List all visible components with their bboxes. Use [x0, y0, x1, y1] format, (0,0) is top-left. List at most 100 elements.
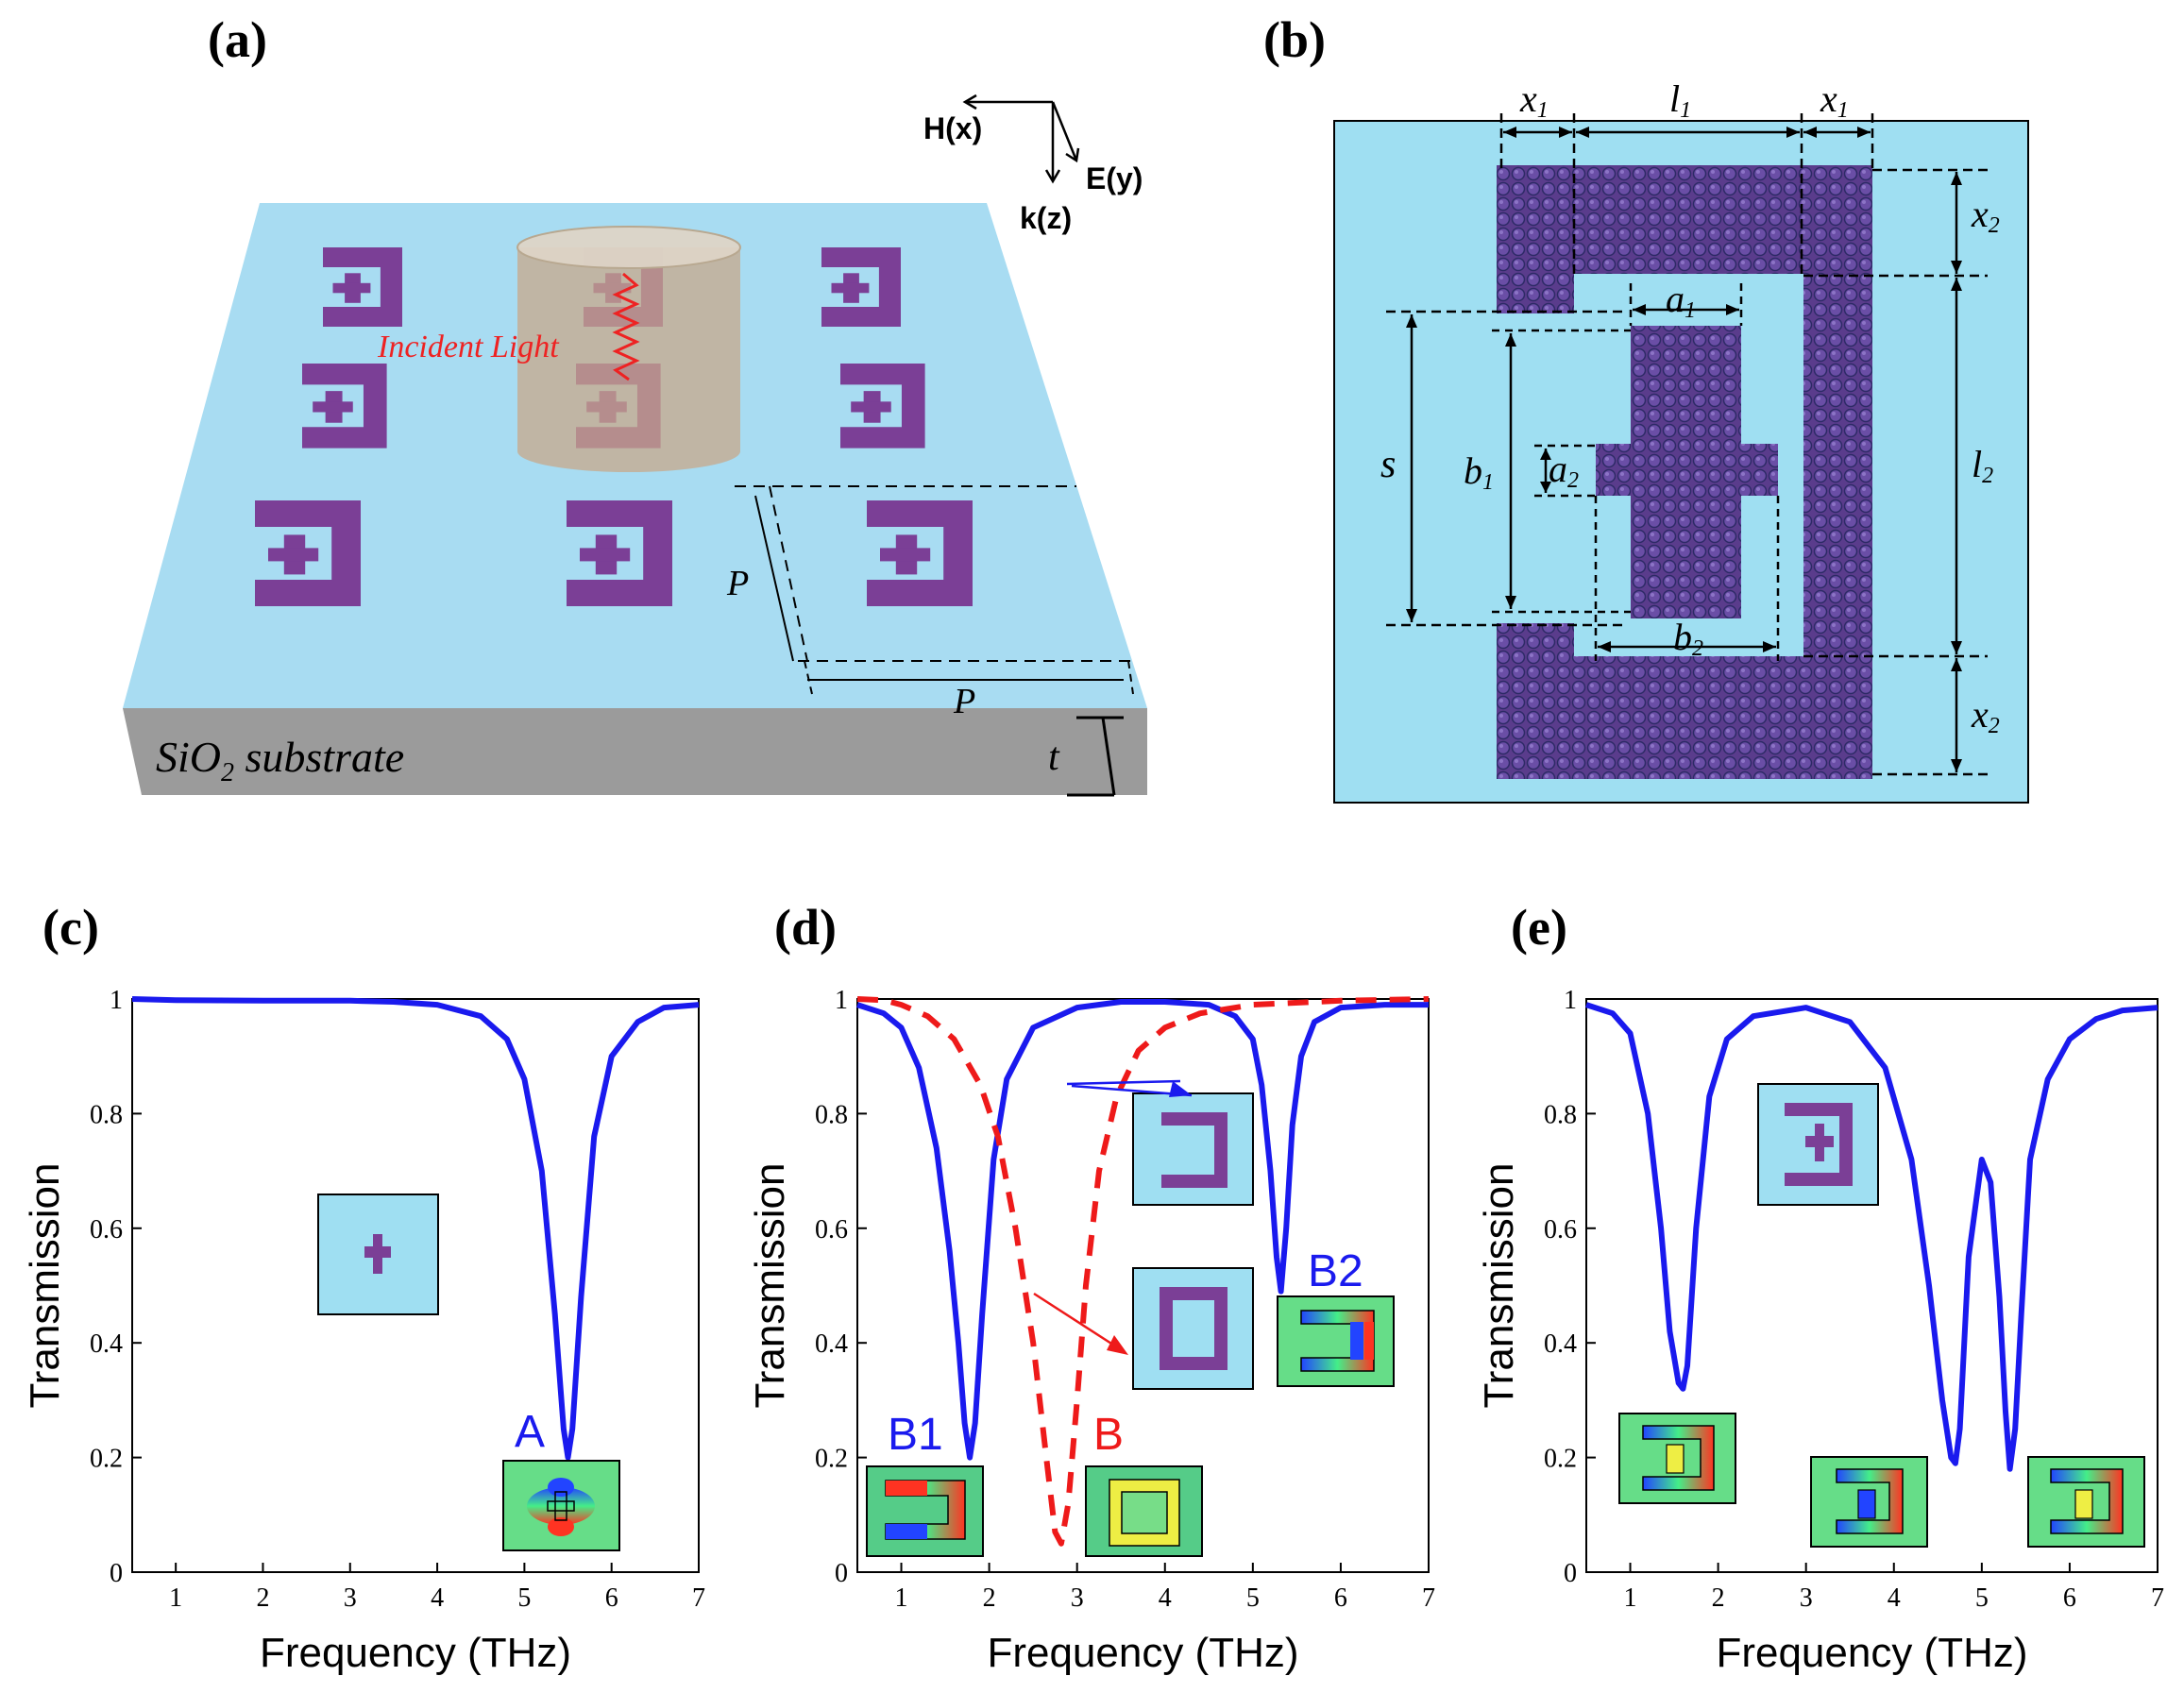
y-tick-label: 1: [835, 986, 848, 1015]
period-label-horizontal: P: [953, 682, 975, 721]
incident-light-cylinder: Incident Light: [377, 226, 741, 472]
dim-b2: b2: [1673, 616, 1703, 661]
annotation-arrows: [1033, 1079, 1193, 1355]
series-line-dashed: [856, 996, 1430, 1547]
field-map-mid-mode: [1810, 1456, 1928, 1548]
x-tick-label: 4: [431, 1583, 444, 1613]
y-tick-label: 0.2: [815, 1445, 848, 1474]
left-bottom-stub: [1497, 623, 1574, 661]
y-tick-label: 1: [1564, 986, 1577, 1015]
dim-x1-right: x1: [1820, 77, 1849, 123]
resonator: [567, 500, 672, 606]
x-tick-label: 3: [1800, 1583, 1813, 1613]
series-line-solid: [856, 999, 1429, 1461]
thickness-label: t: [1048, 736, 1060, 779]
y-tick-label: 0.8: [1544, 1100, 1577, 1129]
h-field-label: H(x): [923, 111, 982, 145]
x-tick-label: 6: [1334, 1583, 1347, 1613]
x-tick-label: 3: [344, 1583, 357, 1613]
x-tick-label: 4: [1888, 1583, 1901, 1613]
x-tick-label: 1: [169, 1583, 182, 1613]
y-tick-label: 0.6: [1544, 1215, 1577, 1244]
x-tick-label: 5: [1246, 1583, 1260, 1613]
resonator: [255, 500, 361, 606]
bottom-arm: [1497, 656, 1872, 779]
x-tick-label: 3: [1071, 1583, 1084, 1613]
x-axis-label: Frequency (THz): [1716, 1630, 2027, 1676]
x-tick-label: 6: [605, 1583, 618, 1613]
panel-b-label: (b): [1263, 11, 1326, 68]
metasurface-schematic: Incident Light P P t SiO2 substrate H(x): [123, 93, 1147, 797]
resonator: [867, 500, 973, 606]
inset-cross-geometry: [317, 1194, 439, 1315]
y-tick-label: 1: [110, 986, 123, 1015]
mode-b2-label: B2: [1308, 1246, 1363, 1296]
panel-d-label: (d): [774, 899, 837, 956]
mode-b1-label: B1: [888, 1410, 943, 1460]
x-tick-label: 2: [1712, 1583, 1725, 1613]
inset-square-ring-geometry: [1132, 1267, 1254, 1390]
substrate-side-face: [123, 708, 1147, 795]
y-tick-label: 0: [110, 1559, 123, 1588]
incident-light-label: Incident Light: [377, 330, 560, 364]
y-axis-label: Transmission: [22, 1163, 68, 1409]
resonator: [323, 247, 402, 327]
light-wave-icon: [612, 272, 640, 381]
y-tick-label: 0.4: [1544, 1329, 1577, 1359]
dim-a2: a2: [1549, 448, 1579, 493]
left-top-stub: [1497, 274, 1574, 313]
field-map-mode-b: [1085, 1465, 1203, 1557]
resonator: [302, 364, 387, 449]
x-axis-label: Frequency (THz): [987, 1630, 1298, 1676]
plot-frame: [131, 998, 700, 1573]
y-tick-label: 0.6: [90, 1215, 123, 1244]
y-tick-label: 0.4: [815, 1329, 848, 1359]
inset-bracket-cross-geometry: [1757, 1083, 1879, 1206]
x-tick-label: 7: [1422, 1583, 1435, 1613]
period-label-vertical: P: [726, 564, 749, 603]
x-tick-label: 2: [983, 1583, 996, 1613]
x-tick-label: 5: [1975, 1583, 1989, 1613]
panel-c-label: (c): [42, 899, 99, 956]
y-tick-label: 0: [1564, 1559, 1577, 1588]
x-tick-label: 6: [2063, 1583, 2076, 1613]
period-markers: [735, 485, 1134, 797]
dim-s: s: [1380, 443, 1396, 486]
x-axis-label: Frequency (THz): [260, 1630, 571, 1676]
e-field-label: E(y): [1086, 161, 1143, 195]
unit-cell-geometry: x1 l1 x1 x2 l2 x2 a1 s b1 a2 b2: [1333, 77, 2029, 804]
dim-l2: l2: [1972, 443, 1993, 488]
dim-x2-top: x2: [1971, 193, 2000, 238]
dim-x2-bottom: x2: [1971, 693, 2000, 738]
cross-horizontal-bar: [1596, 444, 1778, 496]
plot-frame: [1585, 998, 2159, 1573]
series-line-solid: [1585, 1002, 2159, 1472]
substrate-label: SiO2 substrate: [156, 733, 404, 787]
x-tick-label: 4: [1159, 1583, 1172, 1613]
y-tick-label: 0.2: [1544, 1445, 1577, 1474]
k-vector-label: k(z): [1020, 201, 1072, 235]
field-map-low-mode: [1618, 1413, 1736, 1504]
inset-bracket-geometry: [1132, 1092, 1254, 1206]
panel-e-label: (e): [1511, 899, 1567, 956]
resonator: [840, 364, 925, 449]
y-tick-label: 0.8: [815, 1100, 848, 1129]
top-arm: [1497, 165, 1872, 274]
y-tick-label: 0.2: [90, 1445, 123, 1474]
resonator: [821, 247, 901, 327]
panel-a-label: (a): [208, 11, 267, 68]
field-map-mode-b1: [866, 1465, 984, 1557]
x-tick-label: 7: [2151, 1583, 2164, 1613]
dim-b1: b1: [1464, 449, 1494, 495]
field-map-mode-b2: [1277, 1295, 1395, 1387]
mode-b-label: B: [1093, 1410, 1124, 1460]
series-line-solid: [131, 996, 700, 1461]
right-arm: [1803, 274, 1872, 656]
mode-a-label: A: [515, 1407, 545, 1457]
y-tick-label: 0.8: [90, 1100, 123, 1129]
y-axis-label: Transmission: [747, 1163, 793, 1409]
y-tick-label: 0.6: [815, 1215, 848, 1244]
